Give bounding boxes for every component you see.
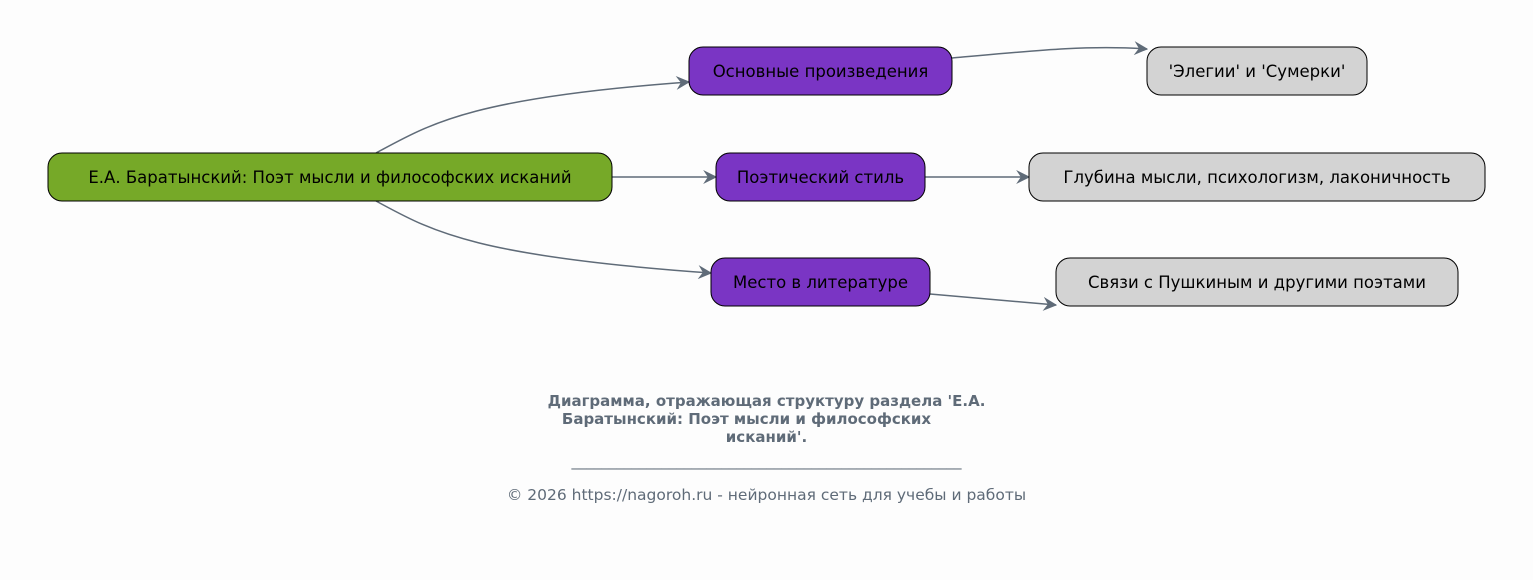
node-place[interactable]: Место в литературе — [710, 257, 931, 307]
node-root[interactable]: Е.А. Баратынский: Поэт мысли и философск… — [47, 152, 613, 202]
edge-root-works — [375, 75, 691, 154]
diagram-caption: Диаграмма, отражающая структуру раздела … — [0, 392, 1533, 446]
node-label: Связи с Пушкиным и другими поэтами — [1088, 273, 1426, 292]
node-label: Поэтический стиль — [737, 168, 904, 187]
node-label: Основные произведения — [713, 62, 929, 81]
caption-line: Баратынский: Поэт мысли и философских — [561, 410, 932, 428]
copyright-text: © 2026 https://nagoroh.ru - нейронная се… — [506, 486, 1027, 504]
caption-divider: ________________________________________… — [571, 452, 962, 470]
node-label: Глубина мысли, психологизм, лаконичность — [1063, 168, 1450, 187]
node-works[interactable]: Основные произведения — [688, 46, 953, 96]
node-style[interactable]: Поэтический стиль — [715, 152, 926, 202]
edge-place-leaf — [929, 293, 1058, 311]
node-works-leaf[interactable]: 'Элегии' и 'Сумерки' — [1146, 46, 1368, 96]
caption-line: Диаграмма, отражающая структуру раздела … — [547, 392, 986, 410]
node-place-leaf[interactable]: Связи с Пушкиным и другими поэтами — [1055, 257, 1459, 307]
caption-line: исканий'. — [725, 428, 808, 446]
node-label: Место в литературе — [733, 273, 908, 292]
node-label: Е.А. Баратынский: Поэт мысли и философск… — [88, 168, 571, 187]
edge-root-place — [375, 200, 713, 280]
edge-works-leaf — [951, 41, 1149, 59]
node-label: 'Элегии' и 'Сумерки' — [1169, 62, 1346, 81]
node-style-leaf[interactable]: Глубина мысли, психологизм, лаконичность — [1028, 152, 1486, 202]
